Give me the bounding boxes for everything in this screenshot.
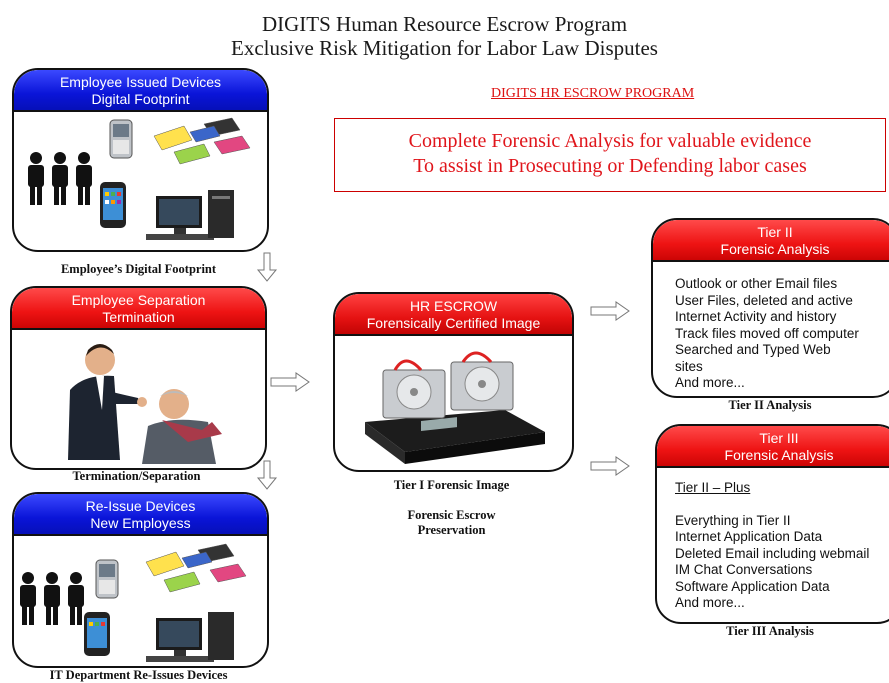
tier3-item: Everything in Tier II (675, 512, 791, 528)
escrow-header-line1: HR ESCROW (409, 298, 498, 314)
iphone-icon (84, 612, 110, 656)
smartphone-icon (95, 559, 119, 599)
tier2-list: Outlook or other Email files User Files,… (653, 262, 889, 392)
tier2-item: sites (675, 358, 703, 374)
hard-drive-duplicator-icon (365, 351, 545, 464)
devices-panel-header: Employee Issued Devices Digital Footprin… (14, 70, 267, 112)
separation-caption: Termination/Separation (72, 469, 201, 483)
escrow-panel-header: HR ESCROW Forensically Certified Image (335, 294, 572, 336)
laptops-icon (153, 117, 251, 165)
tier3-intro: Tier II – Plus (675, 480, 751, 495)
separation-panel: Employee Separation Termination (10, 286, 267, 470)
tier2-item: Internet Activity and history (675, 309, 837, 324)
arrow-right-icon (270, 372, 310, 392)
reissue-header-line1: Re-Issue Devices (85, 498, 196, 514)
tier2-header-line2: Forensic Analysis (720, 241, 830, 257)
escrow-sub1: Forensic Escrow (407, 508, 496, 522)
hard-drive-icon (382, 369, 446, 419)
reissue-panel: Re-Issue Devices New Employess (12, 492, 269, 668)
separation-header-line1: Employee Separation (71, 292, 206, 308)
tier2-header-line1: Tier II (757, 224, 793, 240)
laptops-icon (145, 543, 247, 593)
forensic-callout-line2: To assist in Prosecuting or Defending la… (413, 155, 807, 177)
tier3-item: Software Application Data (675, 578, 830, 594)
tier2-item: Track files moved off computer (675, 325, 859, 341)
arrow-right-icon (590, 301, 630, 321)
forensic-callout-box: Complete Forensic Analysis for valuable … (334, 118, 886, 192)
tier2-caption: Tier II Analysis (728, 398, 812, 412)
tier2-panel-header: Tier II Forensic Analysis (653, 220, 889, 262)
separation-panel-header: Employee Separation Termination (12, 288, 265, 330)
arrow-down-icon (256, 460, 278, 490)
page-title: DIGITS Human Resource Escrow Program (261, 12, 628, 36)
program-link[interactable]: DIGITS HR ESCROW PROGRAM (491, 86, 695, 101)
arrow-down-icon (256, 252, 278, 282)
reissue-header-line2: New Employess (90, 515, 191, 531)
tier3-panel: Tier III Forensic Analysis Tier II – Plu… (655, 424, 889, 624)
escrow-panel: HR ESCROW Forensically Certified Image (333, 292, 574, 472)
tier3-item: Deleted Email including webmail (675, 545, 870, 561)
tier3-item: Internet Application Data (675, 529, 823, 544)
devices-header-line2: Digital Footprint (91, 91, 190, 107)
tier3-item: And more... (675, 595, 745, 610)
reissue-caption: IT Department Re-Issues Devices (49, 668, 228, 682)
escrow-header-line2: Forensically Certified Image (366, 315, 541, 331)
tier3-caption: Tier III Analysis (726, 624, 814, 638)
tier3-panel-header: Tier III Forensic Analysis (657, 426, 889, 468)
forensic-imager-illustration (365, 351, 545, 464)
tier2-item: Outlook or other Email files (675, 276, 838, 291)
tier2-item: And more... (675, 375, 745, 390)
page-subtitle: Exclusive Risk Mitigation for Labor Law … (231, 36, 658, 60)
iphone-icon (100, 182, 126, 228)
tier2-item: User Files, deleted and active (675, 292, 853, 308)
people-icon (28, 152, 92, 205)
escrow-caption: Tier I Forensic Image (393, 478, 510, 492)
tier3-list: Tier II – Plus Everything in Tier II Int… (657, 468, 889, 612)
employee-icon (142, 389, 222, 464)
tier3-header-line2: Forensic Analysis (724, 447, 834, 463)
angry-manager-icon (68, 344, 147, 460)
devices-illustration (28, 117, 251, 240)
smartphone-icon (109, 119, 133, 159)
escrow-sub2: Preservation (417, 523, 486, 537)
desktop-computer-icon (146, 190, 234, 240)
devices-caption: Employee’s Digital Footprint (60, 262, 217, 276)
desktop-computer-icon (146, 612, 234, 662)
reissue-panel-header: Re-Issue Devices New Employess (14, 494, 267, 536)
arrow-right-icon (590, 456, 630, 476)
tier2-item: Searched and Typed Web (675, 342, 831, 357)
tier3-item: IM Chat Conversations (675, 562, 813, 577)
hard-drive-icon (450, 361, 514, 411)
devices-panel: Employee Issued Devices Digital Footprin… (12, 68, 269, 252)
tier2-panel: Tier II Forensic Analysis Outlook or oth… (651, 218, 889, 398)
forensic-callout-line1: Complete Forensic Analysis for valuable … (408, 130, 812, 152)
termination-illustration (68, 344, 222, 464)
separation-header-line2: Termination (102, 309, 175, 325)
reissue-illustration (20, 543, 247, 662)
devices-header-line1: Employee Issued Devices (59, 74, 222, 90)
tier3-header-line1: Tier III (759, 430, 799, 446)
people-icon (20, 572, 84, 625)
